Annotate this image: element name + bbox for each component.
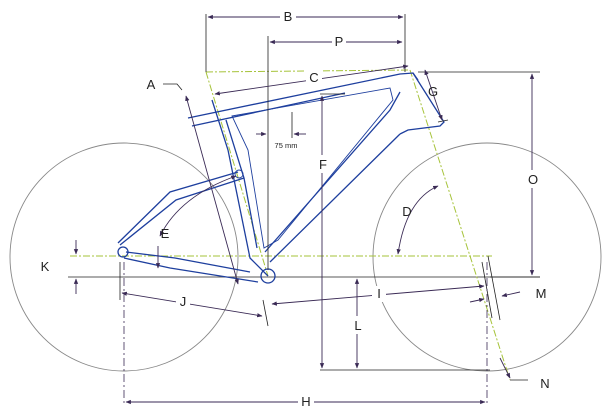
label-e: E — [161, 226, 170, 241]
dim-g — [424, 69, 443, 121]
label-f: F — [319, 157, 327, 172]
dim-m — [501, 291, 521, 298]
label-h: H — [301, 394, 310, 408]
label-p: P — [335, 34, 344, 49]
dim-d — [396, 185, 439, 255]
label-m: M — [536, 286, 547, 301]
label-c: C — [309, 70, 318, 85]
bike-frame — [117, 72, 445, 284]
label-k: K — [41, 259, 50, 274]
label-o: O — [528, 172, 538, 187]
label-n: N — [540, 376, 549, 391]
label-b: B — [284, 9, 293, 24]
label-l: L — [354, 318, 361, 333]
label-d: D — [402, 204, 411, 219]
label-a: A — [147, 77, 156, 92]
head-tube-axis — [409, 69, 511, 381]
label-i: I — [377, 286, 381, 301]
label-g: G — [428, 84, 438, 99]
label-j: J — [180, 294, 187, 309]
front-wheel — [372, 142, 602, 372]
note-75mm: 75 mm — [275, 141, 298, 150]
dim-e — [159, 175, 237, 237]
dim-j — [121, 291, 263, 318]
